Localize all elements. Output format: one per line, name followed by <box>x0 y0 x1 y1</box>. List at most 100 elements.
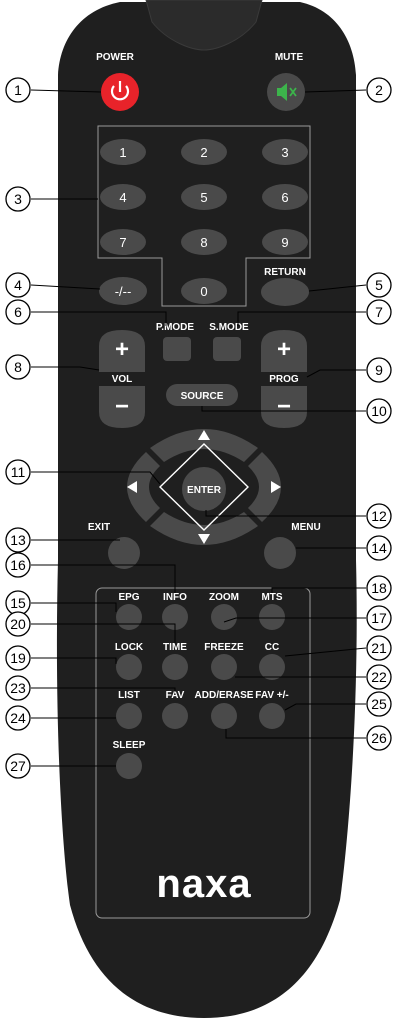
minus-icon: − <box>277 393 291 420</box>
epg-label: EPG <box>118 592 139 603</box>
svg-text:3: 3 <box>281 145 288 160</box>
key-2[interactable]: 2 <box>181 139 227 165</box>
callout-20: 20 <box>6 612 30 636</box>
callout-10: 10 <box>367 399 391 423</box>
lock-button[interactable] <box>116 654 142 680</box>
callout-14: 14 <box>367 536 391 560</box>
callout-9: 9 <box>367 358 391 382</box>
callout-24: 24 <box>6 706 30 730</box>
callout-6: 6 <box>6 300 30 324</box>
exit-button[interactable] <box>108 537 140 569</box>
minus-icon: − <box>115 393 129 420</box>
svg-text:9: 9 <box>281 235 288 250</box>
callout-4: 4 <box>6 273 30 297</box>
zoom-button[interactable] <box>211 604 237 630</box>
exit-label: EXIT <box>88 522 110 533</box>
callout-19: 19 <box>6 646 30 670</box>
cc-button[interactable] <box>259 654 285 680</box>
svg-text:27: 27 <box>10 758 26 774</box>
callout-7: 7 <box>367 300 391 324</box>
svg-text:3: 3 <box>14 191 22 207</box>
key-6[interactable]: 6 <box>262 184 308 210</box>
time-button[interactable] <box>162 654 188 680</box>
key-9[interactable]: 9 <box>262 229 308 255</box>
power-label: POWER <box>96 52 135 63</box>
key-1[interactable]: 1 <box>100 139 146 165</box>
menu-button[interactable] <box>264 537 296 569</box>
mts-button[interactable] <box>259 604 285 630</box>
svg-text:4: 4 <box>119 190 126 205</box>
vol-label: VOL <box>112 374 133 385</box>
freeze-label: FREEZE <box>204 642 244 653</box>
prog-label: PROG <box>269 374 299 385</box>
epg-button[interactable] <box>116 604 142 630</box>
vol-down-button[interactable]: − <box>99 386 145 428</box>
svg-text:25: 25 <box>371 696 387 712</box>
callout-3: 3 <box>6 187 30 211</box>
callout-26: 26 <box>367 726 391 750</box>
key-4[interactable]: 4 <box>100 184 146 210</box>
svg-text:7: 7 <box>119 235 126 250</box>
smode-button[interactable] <box>213 337 241 361</box>
prog-up-button[interactable]: + <box>261 330 307 372</box>
callout-22: 22 <box>367 665 391 689</box>
callout-1: 1 <box>6 78 30 102</box>
callout-11: 11 <box>6 460 30 484</box>
favpm-label: FAV +/- <box>255 690 288 701</box>
return-label: RETURN <box>264 267 306 278</box>
svg-text:21: 21 <box>371 640 387 656</box>
list-label: LIST <box>118 690 140 701</box>
svg-text:0: 0 <box>200 284 207 299</box>
key-5[interactable]: 5 <box>181 184 227 210</box>
key-3[interactable]: 3 <box>262 139 308 165</box>
zoom-label: ZOOM <box>209 592 239 603</box>
favpm-button[interactable] <box>259 703 285 729</box>
svg-text:5: 5 <box>375 277 383 293</box>
callout-21: 21 <box>367 636 391 660</box>
callout-8: 8 <box>6 355 30 379</box>
key-8[interactable]: 8 <box>181 229 227 255</box>
svg-text:1: 1 <box>14 82 22 98</box>
vol-up-button[interactable]: + <box>99 330 145 372</box>
svg-text:11: 11 <box>11 464 26 480</box>
svg-text:13: 13 <box>10 532 26 548</box>
adderase-button[interactable] <box>211 703 237 729</box>
svg-text:14: 14 <box>371 540 387 556</box>
svg-text:8: 8 <box>14 359 22 375</box>
callout-18: 18 <box>367 576 391 600</box>
svg-text:SOURCE: SOURCE <box>181 391 224 402</box>
dash-button[interactable]: -/-- <box>99 277 147 305</box>
svg-text:20: 20 <box>10 616 26 632</box>
callout-16: 16 <box>6 553 30 577</box>
menu-label: MENU <box>291 522 320 533</box>
source-button[interactable]: SOURCE <box>166 384 238 406</box>
callout-2: 2 <box>367 78 391 102</box>
time-label: TIME <box>163 642 187 653</box>
svg-text:5: 5 <box>200 190 207 205</box>
prog-down-button[interactable]: − <box>261 386 307 428</box>
svg-text:1: 1 <box>119 145 126 160</box>
cc-label: CC <box>265 642 279 653</box>
svg-text:7: 7 <box>375 304 383 320</box>
mute-label: MUTE <box>275 52 304 63</box>
fav-button[interactable] <box>162 703 188 729</box>
sleep-label: SLEEP <box>113 740 146 751</box>
sleep-button[interactable] <box>116 753 142 779</box>
key-0[interactable]: 0 <box>181 278 227 304</box>
svg-text:9: 9 <box>375 362 383 378</box>
svg-text:16: 16 <box>10 557 26 573</box>
svg-text:18: 18 <box>371 580 387 596</box>
svg-text:8: 8 <box>200 235 207 250</box>
list-button[interactable] <box>116 703 142 729</box>
svg-text:23: 23 <box>10 680 26 696</box>
callout-13: 13 <box>6 528 30 552</box>
enter-label: ENTER <box>187 485 222 496</box>
return-button[interactable] <box>261 278 309 306</box>
pmode-button[interactable] <box>163 337 191 361</box>
adderase-label: ADD/ERASE <box>195 690 254 701</box>
key-7[interactable]: 7 <box>100 229 146 255</box>
freeze-button[interactable] <box>211 654 237 680</box>
callout-5: 5 <box>367 273 391 297</box>
